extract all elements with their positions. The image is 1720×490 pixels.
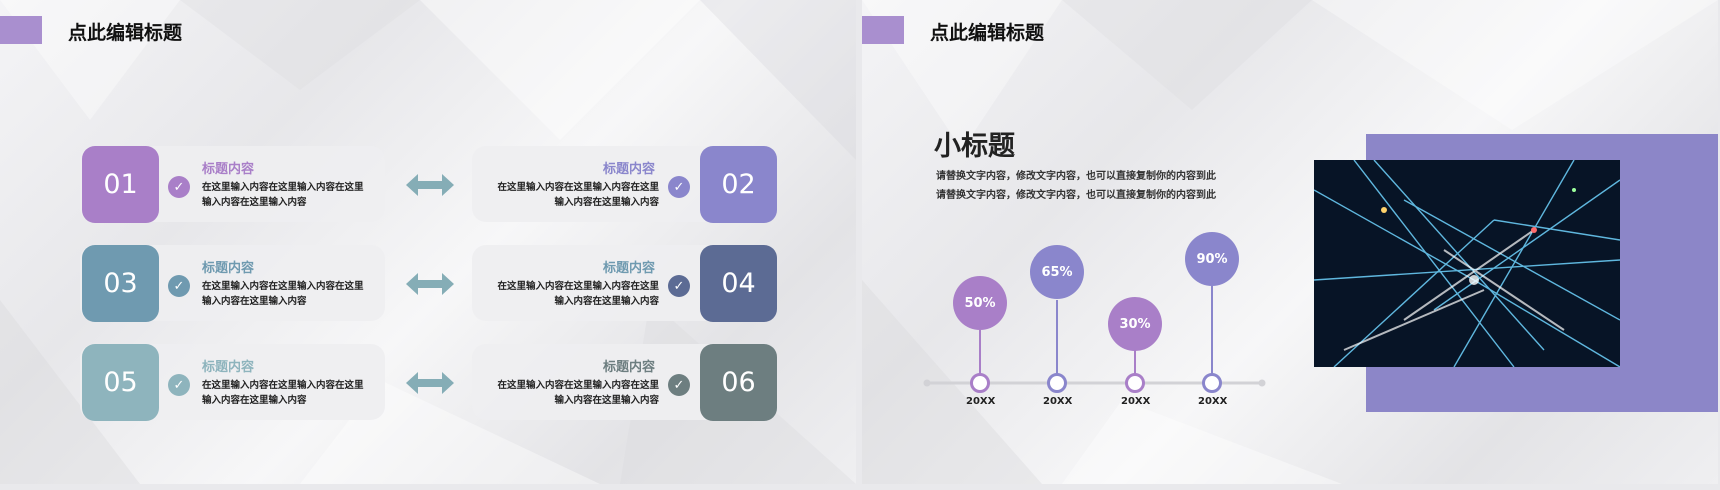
title-accent-bar [0, 16, 42, 44]
milestone-stem-4 [1211, 286, 1213, 374]
milestone-node-2 [1047, 373, 1067, 393]
number-tile-2: 02 [700, 146, 777, 223]
slide-1: 点此编辑标题 01 ✓ 标题内容 在这里输入内容在这里输入内容在这里输入内容在这… [0, 0, 856, 484]
double-arrow-icon [406, 372, 454, 394]
milestone-year-1: 20XX [966, 396, 996, 407]
slide-title[interactable]: 点此编辑标题 [930, 22, 1045, 44]
card-heading-3: 标题内容 [202, 261, 255, 276]
double-arrow-icon [406, 273, 454, 295]
check-icon: ✓ [668, 176, 690, 198]
number-tile-6: 06 [700, 344, 777, 421]
milestone-bubble-4: 90% [1185, 232, 1239, 286]
subtitle[interactable]: 小标题 [934, 131, 1015, 162]
number-tile-4: 04 [700, 245, 777, 322]
number-tile-3: 03 [82, 245, 159, 322]
milestone-node-3 [1125, 373, 1145, 393]
milestone-year-3: 20XX [1121, 396, 1151, 407]
milestone-year-2: 20XX [1043, 396, 1073, 407]
number-tile-5: 05 [82, 344, 159, 421]
milestone-bubble-2: 65% [1030, 245, 1084, 299]
number-tile-1: 01 [82, 146, 159, 223]
check-icon: ✓ [668, 374, 690, 396]
card-heading-4: 标题内容 [603, 261, 656, 276]
milestone-stem-2 [1056, 300, 1058, 374]
card-heading-5: 标题内容 [202, 360, 255, 375]
check-icon: ✓ [668, 275, 690, 297]
card-heading-1: 标题内容 [202, 162, 255, 177]
milestone-year-4: 20XX [1198, 396, 1228, 407]
milestone-stem-1 [979, 330, 981, 374]
milestone-bubble-3: 30% [1108, 297, 1162, 351]
milestone-stem-3 [1134, 346, 1136, 374]
milestone-node-4 [1202, 373, 1222, 393]
double-arrow-icon [406, 174, 454, 196]
card-body-5: 在这里输入内容在这里输入内容在这里输入内容在这里输入内容 [202, 380, 364, 406]
milestone-node-1 [970, 373, 990, 393]
card-body-6: 在这里输入内容在这里输入内容在这里输入内容在这里输入内容 [497, 380, 659, 406]
card-heading-2: 标题内容 [603, 162, 656, 177]
card-body-1: 在这里输入内容在这里输入内容在这里输入内容在这里输入内容 [202, 182, 364, 208]
card-body-2: 在这里输入内容在这里输入内容在这里输入内容在这里输入内容 [497, 182, 659, 208]
check-icon: ✓ [168, 374, 190, 396]
slide-2: 点此编辑标题 小标题 请替换文字内容，修改文字内容，也可以直接复制你的内容到此请… [862, 0, 1718, 484]
slide-title[interactable]: 点此编辑标题 [68, 22, 183, 44]
network-image [1314, 160, 1620, 367]
title-accent-bar [862, 16, 904, 44]
paragraph[interactable]: 请替换文字内容，修改文字内容，也可以直接复制你的内容到此请替换文字内容，修改文字… [936, 171, 1216, 201]
milestone-bubble-1: 50% [953, 276, 1007, 330]
card-body-4: 在这里输入内容在这里输入内容在这里输入内容在这里输入内容 [497, 281, 659, 307]
card-body-3: 在这里输入内容在这里输入内容在这里输入内容在这里输入内容 [202, 281, 364, 307]
card-heading-6: 标题内容 [603, 360, 656, 375]
check-icon: ✓ [168, 275, 190, 297]
check-icon: ✓ [168, 176, 190, 198]
